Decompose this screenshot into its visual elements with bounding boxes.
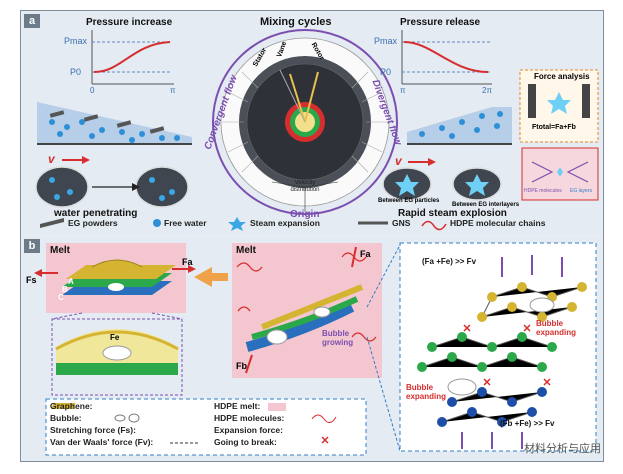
legend-steam-expansion: Steam expansion xyxy=(250,218,320,228)
pressure-release-title: Pressure release xyxy=(400,17,481,28)
bubble-expanding-top-label: Bubble expanding xyxy=(536,319,577,337)
legend-hdpe-molecules: HDPE molecules: xyxy=(214,413,285,423)
figure-frame: a xyxy=(20,10,604,462)
panel-a-legend-icons xyxy=(40,217,447,231)
mixing-disk xyxy=(212,29,398,215)
sheet-label-b: B xyxy=(62,285,68,294)
bubble-expanding-left-label: Bubble expanding xyxy=(406,383,447,401)
panel-a: a xyxy=(22,12,602,234)
pi-label-right: π xyxy=(400,86,406,95)
between-eg-interlayers-label: Between EG interlayers xyxy=(452,202,520,208)
mixing-cycles-title: Mixing cycles xyxy=(260,16,332,28)
legend-vdw-force: Van der Waals' force (Fv): xyxy=(50,437,154,447)
legend-free-water: Free water xyxy=(164,218,207,228)
fa-label-mid: Fa xyxy=(360,249,371,259)
force-equation-bottom: (Fb +Fe) >> Fv xyxy=(500,419,555,428)
legend-expansion-force: Expansion force: xyxy=(214,425,283,435)
legend-hdpe-chains: HDPE molecular chains xyxy=(450,218,546,228)
fb-label-mid: Fb xyxy=(236,361,247,371)
mid-graphene-stack xyxy=(245,284,364,352)
legend-bubble: Bubble: xyxy=(50,413,82,423)
legend-going-to-break: Going to break: xyxy=(214,437,277,447)
two-pi-label: 2π xyxy=(482,86,492,95)
origin-label: Origin xyxy=(290,209,320,220)
lattice-middle xyxy=(417,332,557,372)
lattice-force-arrows xyxy=(461,255,563,449)
fs-label: Fs xyxy=(26,275,37,285)
pi-label-left: π xyxy=(170,86,176,95)
force-analysis-title: Force analysis xyxy=(534,72,590,81)
rapid-steam-explosion-caption: Rapid steam explosion xyxy=(398,208,507,219)
melt-label-left: Melt xyxy=(50,245,70,256)
force-equation-top: (Fa +Fe) >> Fv xyxy=(422,257,477,266)
velocity-distribution-label: Velocity distribution xyxy=(290,180,320,193)
bubble-growing-label: Bubble growing xyxy=(322,329,354,347)
water-penetrating-caption: water penetrating xyxy=(54,208,138,219)
fa-label-left: Fa xyxy=(182,257,193,267)
between-eg-particles-label: Between EG particles xyxy=(378,198,440,204)
force-analysis-box xyxy=(519,69,599,201)
melt-label-mid: Melt xyxy=(236,245,256,256)
legend-graphene: Graphene: xyxy=(50,401,93,411)
pressure-increase-chart xyxy=(91,30,174,85)
panel-b-legend-box xyxy=(45,398,367,456)
sheet-label-a: A xyxy=(68,277,74,286)
legend-eg-powders: EG powders xyxy=(68,218,118,228)
velocity-symbol-left: v xyxy=(48,152,55,166)
pressure-release-chart xyxy=(401,30,492,85)
panel-a-graphics xyxy=(35,29,599,231)
legend-hdpe-melt: HDPE melt: xyxy=(214,401,261,411)
panel-b-tag: b xyxy=(24,239,40,253)
watermark-text: 材料分析与应用 xyxy=(524,443,601,455)
convergent-plate xyxy=(37,102,192,164)
legend-gns: GNS xyxy=(392,218,411,228)
zero-label: 0 xyxy=(90,86,95,95)
f-total-label: Ftotal=Fa+Fb xyxy=(532,124,576,131)
legend-stretching-force: Stretching force (Fs): xyxy=(50,425,136,435)
steam-explosion-bubbles xyxy=(382,167,502,201)
break-marks xyxy=(463,324,551,386)
divergent-plate xyxy=(407,107,512,166)
pmax-label-right: Pmax xyxy=(374,36,398,46)
velocity-symbol-right: v xyxy=(395,154,402,168)
panel-a-tag: a xyxy=(24,14,40,28)
stacked-graphene-sheets xyxy=(62,259,176,295)
panel-b: b xyxy=(22,237,602,460)
panel-b-graphics xyxy=(34,242,597,456)
lattice-bottom xyxy=(437,378,547,427)
eg-layers-small-label: EG layers xyxy=(570,188,592,194)
fe-label-zoom: Fe xyxy=(110,333,120,342)
hdpe-molecules-small-label: HDPE molecules xyxy=(524,188,562,194)
pressure-increase-title: Pressure increase xyxy=(86,17,173,28)
sheet-label-c: C xyxy=(58,293,64,302)
p0-label-left: P0 xyxy=(70,67,82,77)
lattice-top xyxy=(477,282,587,322)
water-penetrating-bubbles xyxy=(35,166,189,208)
p0-label-right: P0 xyxy=(380,67,392,77)
pmax-label-left: Pmax xyxy=(64,36,88,46)
